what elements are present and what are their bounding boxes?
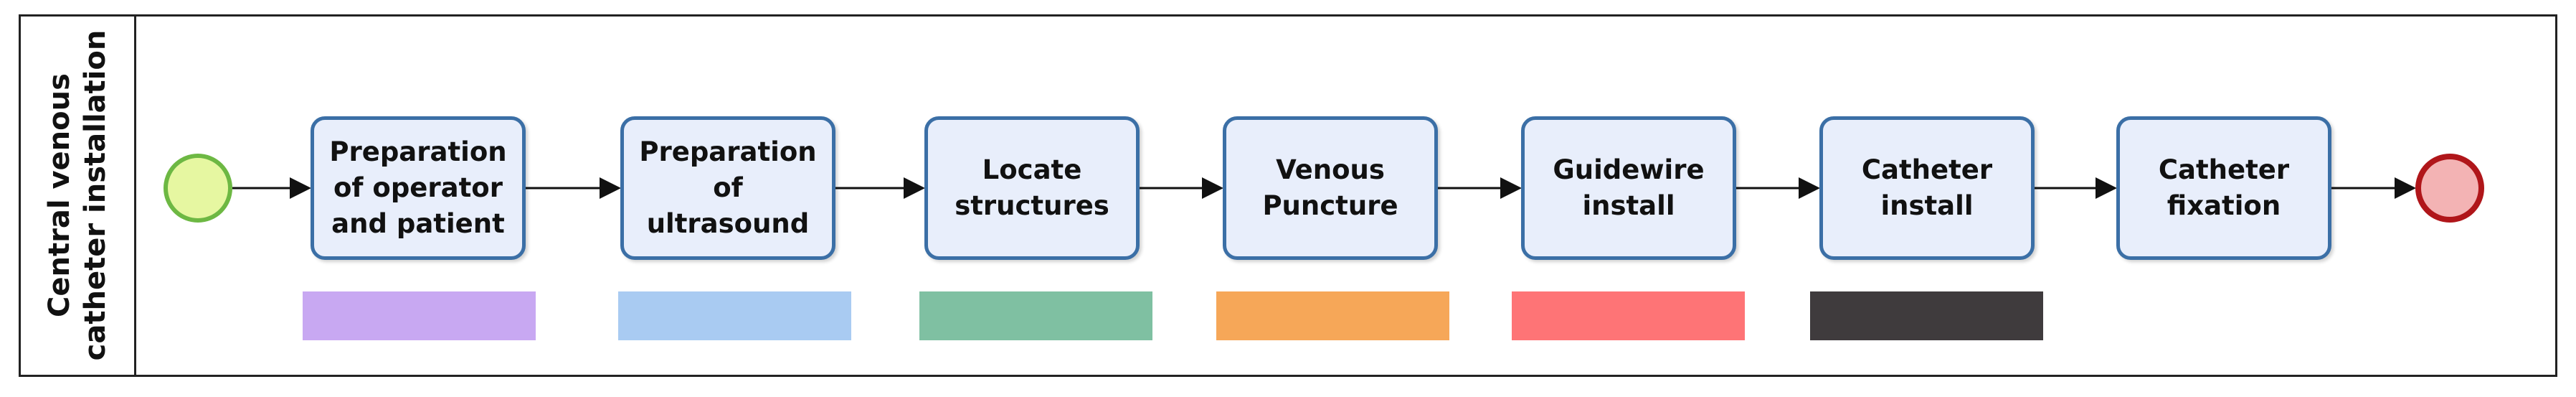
task-label-line: Locate [982, 154, 1082, 185]
task-catheter-fixation[interactable]: Catheter fixation [2116, 116, 2331, 260]
task-label-line: install [1582, 190, 1675, 221]
task-catheter-install[interactable]: Catheter install [1819, 116, 2035, 260]
task-preparation-ultrasound[interactable]: Preparation of ultrasound [620, 116, 835, 260]
lane-label: Central venous catheter installation [19, 14, 136, 377]
task-label-line: of operator [333, 172, 503, 203]
task-label-line: Puncture [1262, 190, 1398, 221]
color-bar-3 [1216, 291, 1449, 340]
task-label-line: Guidewire [1553, 154, 1705, 185]
end-event[interactable] [2415, 154, 2484, 223]
task-label-line: Preparation [329, 136, 507, 167]
task-guidewire-install[interactable]: Guidewire install [1521, 116, 1736, 260]
task-label-line: Preparation [639, 136, 817, 167]
pool [19, 14, 2557, 377]
start-event[interactable] [164, 154, 232, 223]
task-label-line: Venous [1276, 154, 1385, 185]
task-label-line: install [1880, 190, 1974, 221]
task-label-line: Catheter [2158, 154, 2290, 185]
color-bar-5 [1810, 291, 2043, 340]
task-label-line: structures [955, 190, 1109, 221]
color-bar-2 [919, 291, 1152, 340]
task-label-line: Catheter [1861, 154, 1993, 185]
task-preparation-operator-patient[interactable]: Preparation of operator and patient [311, 116, 526, 260]
task-label-line: fixation [2167, 190, 2281, 221]
color-bar-0 [303, 291, 536, 340]
color-bar-4 [1512, 291, 1745, 340]
task-label-line: of [713, 172, 743, 203]
task-label-line: ultrasound [646, 208, 810, 239]
task-label-line: and patient [331, 208, 505, 239]
task-locate-structures[interactable]: Locate structures [924, 116, 1140, 260]
color-bar-1 [618, 291, 851, 340]
